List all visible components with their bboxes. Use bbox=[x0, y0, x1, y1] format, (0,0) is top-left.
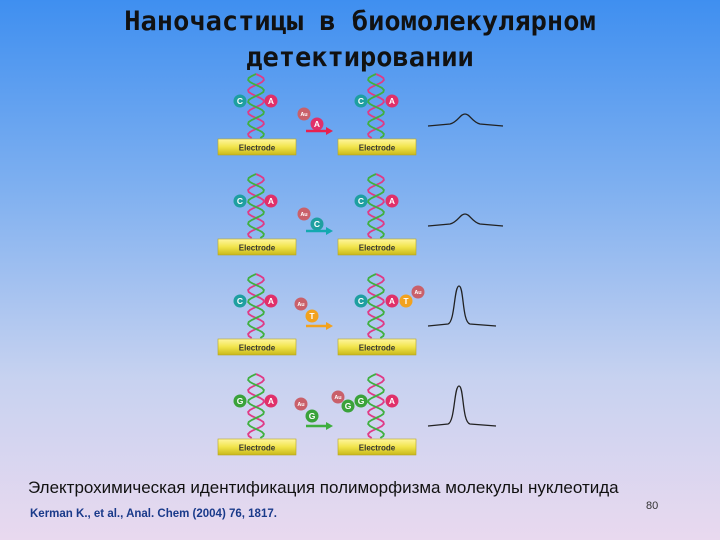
row-2-left-base-1 bbox=[233, 194, 247, 208]
row-4-arrow-head bbox=[326, 422, 333, 430]
row-4-middle-au-particle-text: Au bbox=[297, 402, 304, 408]
row-1-right-electrode bbox=[337, 138, 417, 156]
row-2-right-base-1 bbox=[354, 194, 368, 208]
row-3-right-au-particle bbox=[411, 285, 425, 299]
row-2-left-electrode-label: Electrode bbox=[239, 244, 276, 253]
row-2-left-base-2 bbox=[264, 194, 278, 208]
row-3-right-au-particle-text: Au bbox=[414, 290, 421, 296]
row-1-arrow-head bbox=[326, 127, 333, 135]
row-3-left-base-2 bbox=[264, 294, 278, 308]
row-4-right-bound-base-text: G bbox=[345, 401, 352, 411]
row-1-middle-base-text: A bbox=[314, 119, 320, 129]
row-4-left-base-1-text: G bbox=[237, 396, 244, 406]
row-2-left-base-2-text: A bbox=[268, 196, 274, 206]
row-1-left-electrode-label: Electrode bbox=[239, 144, 276, 153]
row-4-right-base-1-text: G bbox=[358, 396, 365, 406]
slide-title: Наночастицы в биомолекулярном детектиров… bbox=[0, 4, 720, 76]
row-4-left-dna-helix bbox=[247, 373, 265, 439]
row-1-right-base-1-text: C bbox=[358, 96, 364, 106]
row-4-left-base-2-text: A bbox=[268, 396, 274, 406]
row-3-right-base-2-text: A bbox=[389, 296, 395, 306]
slide-number: 80 bbox=[646, 500, 659, 512]
row-3-right-bound-base-text: T bbox=[403, 296, 409, 306]
row-2-right-electrode bbox=[337, 238, 417, 256]
row-4-middle-au-particle bbox=[294, 397, 308, 411]
row-4-right-base-2 bbox=[385, 394, 399, 408]
row-3-left-base-1 bbox=[233, 294, 247, 308]
row-2-left-dna-helix bbox=[247, 173, 265, 239]
row-3-right-electrode-label: Electrode bbox=[359, 344, 396, 353]
row-1-right-base-2 bbox=[385, 94, 399, 108]
row-4-left-base-1 bbox=[233, 394, 247, 408]
row-2-right-base-1-text: C bbox=[358, 196, 364, 206]
row-4-right-bound-base bbox=[341, 399, 355, 413]
row-4-left-base-2 bbox=[264, 394, 278, 408]
row-4-right-au-particle-text: Au bbox=[334, 395, 341, 401]
row-1-left-base-1-text: C bbox=[237, 96, 243, 106]
row-1-right-electrode-label: Electrode bbox=[359, 144, 396, 153]
row-3-middle-base bbox=[305, 309, 319, 323]
row-2-middle-au-particle-text: Au bbox=[300, 212, 307, 218]
row-2-middle-base-text: C bbox=[314, 219, 320, 229]
row-2-middle-base bbox=[310, 217, 324, 231]
row-4-right-base-1 bbox=[354, 394, 368, 408]
row-3-left-dna-helix bbox=[247, 273, 265, 339]
row-3-right-base-1-text: C bbox=[358, 296, 364, 306]
row-3-left-electrode-label: Electrode bbox=[239, 344, 276, 353]
row-1-left-base-2 bbox=[264, 94, 278, 108]
row-1-right-dna-helix bbox=[367, 73, 385, 139]
row-2-right-base-2 bbox=[385, 194, 399, 208]
row-4-right-dna-helix bbox=[367, 373, 385, 439]
row-4-signal-trace bbox=[427, 385, 497, 427]
row-4-right-au-particle bbox=[331, 390, 345, 404]
row-3-right-dna-helix bbox=[367, 273, 385, 339]
row-2-right-base-2-text: A bbox=[389, 196, 395, 206]
row-3-middle-au-particle-text: Au bbox=[297, 302, 304, 308]
row-3-arrow-head bbox=[326, 322, 333, 330]
row-3-right-base-1 bbox=[354, 294, 368, 308]
row-3-left-electrode bbox=[217, 338, 297, 356]
row-3-signal-trace bbox=[427, 285, 497, 327]
row-4-right-electrode bbox=[337, 438, 417, 456]
row-3-right-electrode bbox=[337, 338, 417, 356]
row-2-arrow-head bbox=[326, 227, 333, 235]
row-2-left-electrode bbox=[217, 238, 297, 256]
row-1-signal-trace bbox=[427, 113, 504, 127]
row-1-left-electrode bbox=[217, 138, 297, 156]
row-1-left-dna-helix bbox=[247, 73, 265, 139]
row-2-signal-trace bbox=[427, 213, 504, 227]
row-4-left-electrode bbox=[217, 438, 297, 456]
row-3-left-base-2-text: A bbox=[268, 296, 274, 306]
figure-caption: Электрохимическая идентификация полиморф… bbox=[28, 478, 619, 497]
row-3-middle-au-particle bbox=[294, 297, 308, 311]
row-4-middle-base-text: G bbox=[309, 411, 316, 421]
row-3-right-bound-base bbox=[399, 294, 413, 308]
row-4-middle-base bbox=[305, 409, 319, 423]
row-1-left-base-1 bbox=[233, 94, 247, 108]
title-line-2: детектировании bbox=[246, 42, 474, 73]
row-4-right-electrode-label: Electrode bbox=[359, 444, 396, 453]
row-1-middle-base bbox=[310, 117, 324, 131]
row-2-right-electrode-label: Electrode bbox=[359, 244, 396, 253]
row-1-middle-au-particle-text: Au bbox=[300, 112, 307, 118]
row-1-middle-au-particle bbox=[297, 107, 311, 121]
row-3-left-base-1-text: C bbox=[237, 296, 243, 306]
row-3-right-base-2 bbox=[385, 294, 399, 308]
title-line-1: Наночастицы в биомолекулярном bbox=[124, 6, 596, 37]
row-1-right-base-2-text: A bbox=[389, 96, 395, 106]
row-1-right-base-1 bbox=[354, 94, 368, 108]
row-2-middle-au-particle bbox=[297, 207, 311, 221]
citation: Kerman K., et al., Anal. Chem (2004) 76,… bbox=[30, 508, 277, 520]
row-3-middle-base-text: T bbox=[309, 311, 315, 321]
row-1-left-base-2-text: A bbox=[268, 96, 274, 106]
row-4-right-base-2-text: A bbox=[389, 396, 395, 406]
row-2-right-dna-helix bbox=[367, 173, 385, 239]
row-4-left-electrode-label: Electrode bbox=[239, 444, 276, 453]
row-2-left-base-1-text: C bbox=[237, 196, 243, 206]
